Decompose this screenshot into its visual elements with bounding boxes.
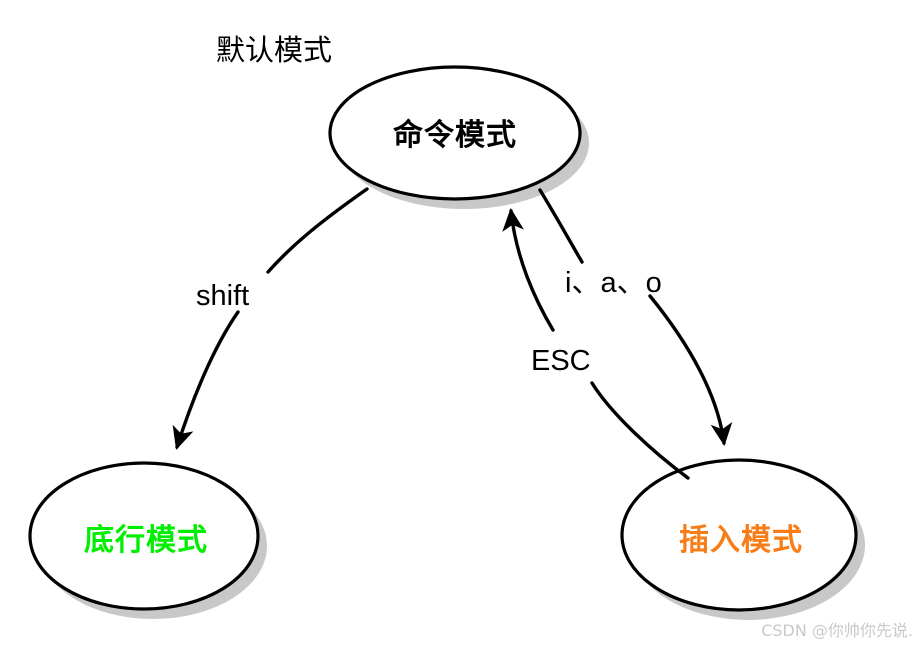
- node-labels: 命令模式 底行模式 插入模式: [84, 118, 803, 558]
- insert-node-ellipse[interactable]: [620, 458, 858, 612]
- edge-label-shift: shift: [196, 280, 249, 312]
- edge-label-insert-keys: i、a、o: [565, 267, 662, 299]
- edge-command-to-insert-lower: [648, 294, 733, 446]
- default-mode-annotation: 默认模式: [216, 33, 332, 67]
- edge-label-esc: ESC: [531, 345, 591, 377]
- edge-insert-to-command-upper: [502, 208, 555, 332]
- edges: [172, 187, 733, 480]
- node-bodies: [28, 65, 858, 612]
- insert-node-label: 插入模式: [679, 523, 803, 558]
- command-node-label: 命令模式: [393, 118, 517, 153]
- edge-command-to-insert-upper: [538, 188, 584, 264]
- command-node-ellipse[interactable]: [328, 65, 582, 201]
- edge-command-to-lastline-lower: [172, 310, 240, 450]
- lastline-node-ellipse[interactable]: [28, 461, 260, 611]
- csdn-watermark: CSDN @你帅你先说.: [761, 621, 913, 640]
- edge-command-to-lastline-upper: [266, 187, 369, 274]
- lastline-node-label: 底行模式: [84, 523, 208, 558]
- edge-insert-to-command-lower: [590, 381, 690, 480]
- edge-labels: shift i、a、o ESC: [196, 267, 662, 377]
